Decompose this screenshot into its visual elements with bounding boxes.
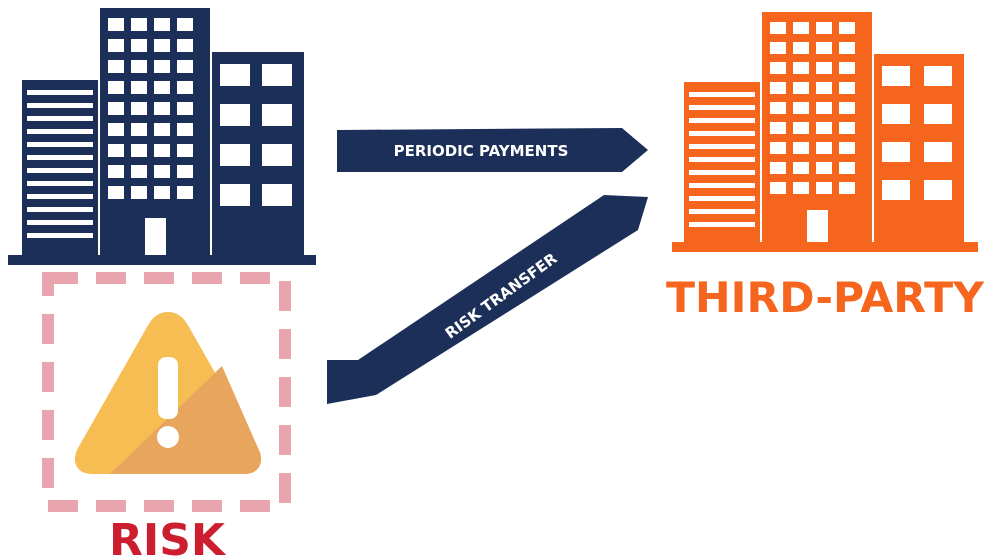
- risk-label: RISK: [109, 515, 227, 558]
- exclamation-bar: [158, 357, 178, 419]
- risk-transfer-arrow: RISK TRANSFER: [327, 195, 648, 404]
- warning-triangle-icon: [74, 312, 262, 474]
- risk-dashed-box: [42, 272, 291, 512]
- periodic-payments-label: PERIODIC PAYMENTS: [394, 142, 569, 160]
- periodic-payments-arrow: PERIODIC PAYMENTS: [337, 128, 648, 172]
- exclamation-dot: [157, 426, 179, 448]
- client-building-icon: [8, 8, 316, 265]
- third-party-building-icon: [672, 12, 978, 252]
- third-party-label: THIRD-PARTY: [666, 273, 985, 322]
